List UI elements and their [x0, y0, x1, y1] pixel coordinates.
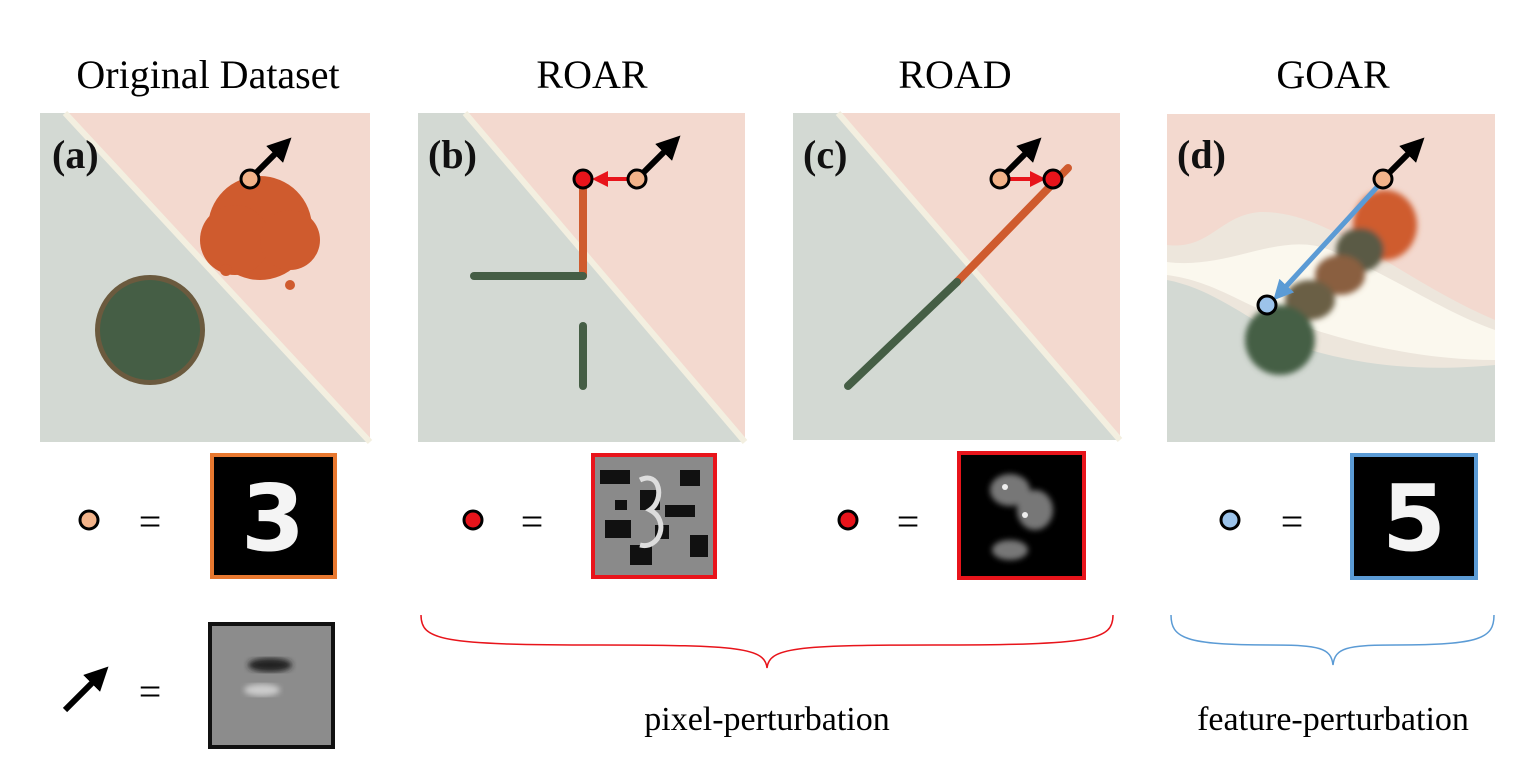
- panel-d: (d): [1167, 114, 1495, 442]
- equals-sign: =: [139, 669, 162, 714]
- legend-goar: = 5: [1219, 453, 1478, 580]
- mnist-image-3: [210, 453, 337, 579]
- panel-label-a: (a): [52, 132, 99, 177]
- equals-sign: =: [897, 499, 920, 544]
- caption-pixel-perturbation: pixel-perturbation: [644, 701, 889, 738]
- digit-3: 3: [241, 465, 305, 572]
- goar-point: [1256, 294, 1278, 316]
- feature-perturbation-arrow: [1273, 184, 1380, 301]
- legend-road: =: [837, 451, 1086, 580]
- legend-roar: =: [462, 453, 717, 579]
- equals-sign: =: [1281, 499, 1304, 544]
- panel-label-c: (c): [803, 132, 847, 177]
- panel-a: (a): [40, 110, 373, 445]
- road-blur: [990, 474, 1053, 560]
- green-cluster: [95, 275, 205, 385]
- panel-c: (c): [793, 111, 1123, 442]
- title-original-dataset: Original Dataset: [76, 52, 339, 97]
- title-road: ROAD: [898, 52, 1011, 97]
- original-point-icon: [78, 509, 100, 531]
- caption-feature-perturbation: feature-perturbation: [1197, 701, 1469, 738]
- digit-5: 5: [1382, 465, 1446, 572]
- goar-point-icon: [1219, 509, 1241, 531]
- original-point: [989, 168, 1011, 190]
- perturbed-point-icon: [837, 509, 859, 531]
- feature-brace: [1170, 614, 1495, 666]
- equals-sign: =: [139, 499, 162, 544]
- orange-cluster: [200, 176, 320, 290]
- goar-clusters: [1245, 190, 1417, 375]
- title-goar: GOAR: [1276, 52, 1390, 97]
- legend-gradient: =: [62, 622, 335, 749]
- perturbed-point-icon: [462, 509, 484, 531]
- panel-label-b: (b): [428, 132, 477, 177]
- legend-original: = 3: [78, 453, 337, 579]
- pixel-brace: [420, 614, 1114, 669]
- panel-label-d: (d): [1177, 132, 1226, 177]
- perturbed-point: [1042, 168, 1064, 190]
- original-point: [626, 168, 648, 190]
- panel-b: (b): [418, 111, 748, 444]
- equals-sign: =: [521, 499, 544, 544]
- original-point: [1372, 168, 1394, 190]
- perturbed-point: [572, 168, 594, 190]
- original-point: [239, 168, 261, 190]
- mnist-image-5: [1350, 453, 1478, 580]
- title-roar: ROAR: [536, 52, 647, 97]
- arrow-icon: [62, 666, 109, 713]
